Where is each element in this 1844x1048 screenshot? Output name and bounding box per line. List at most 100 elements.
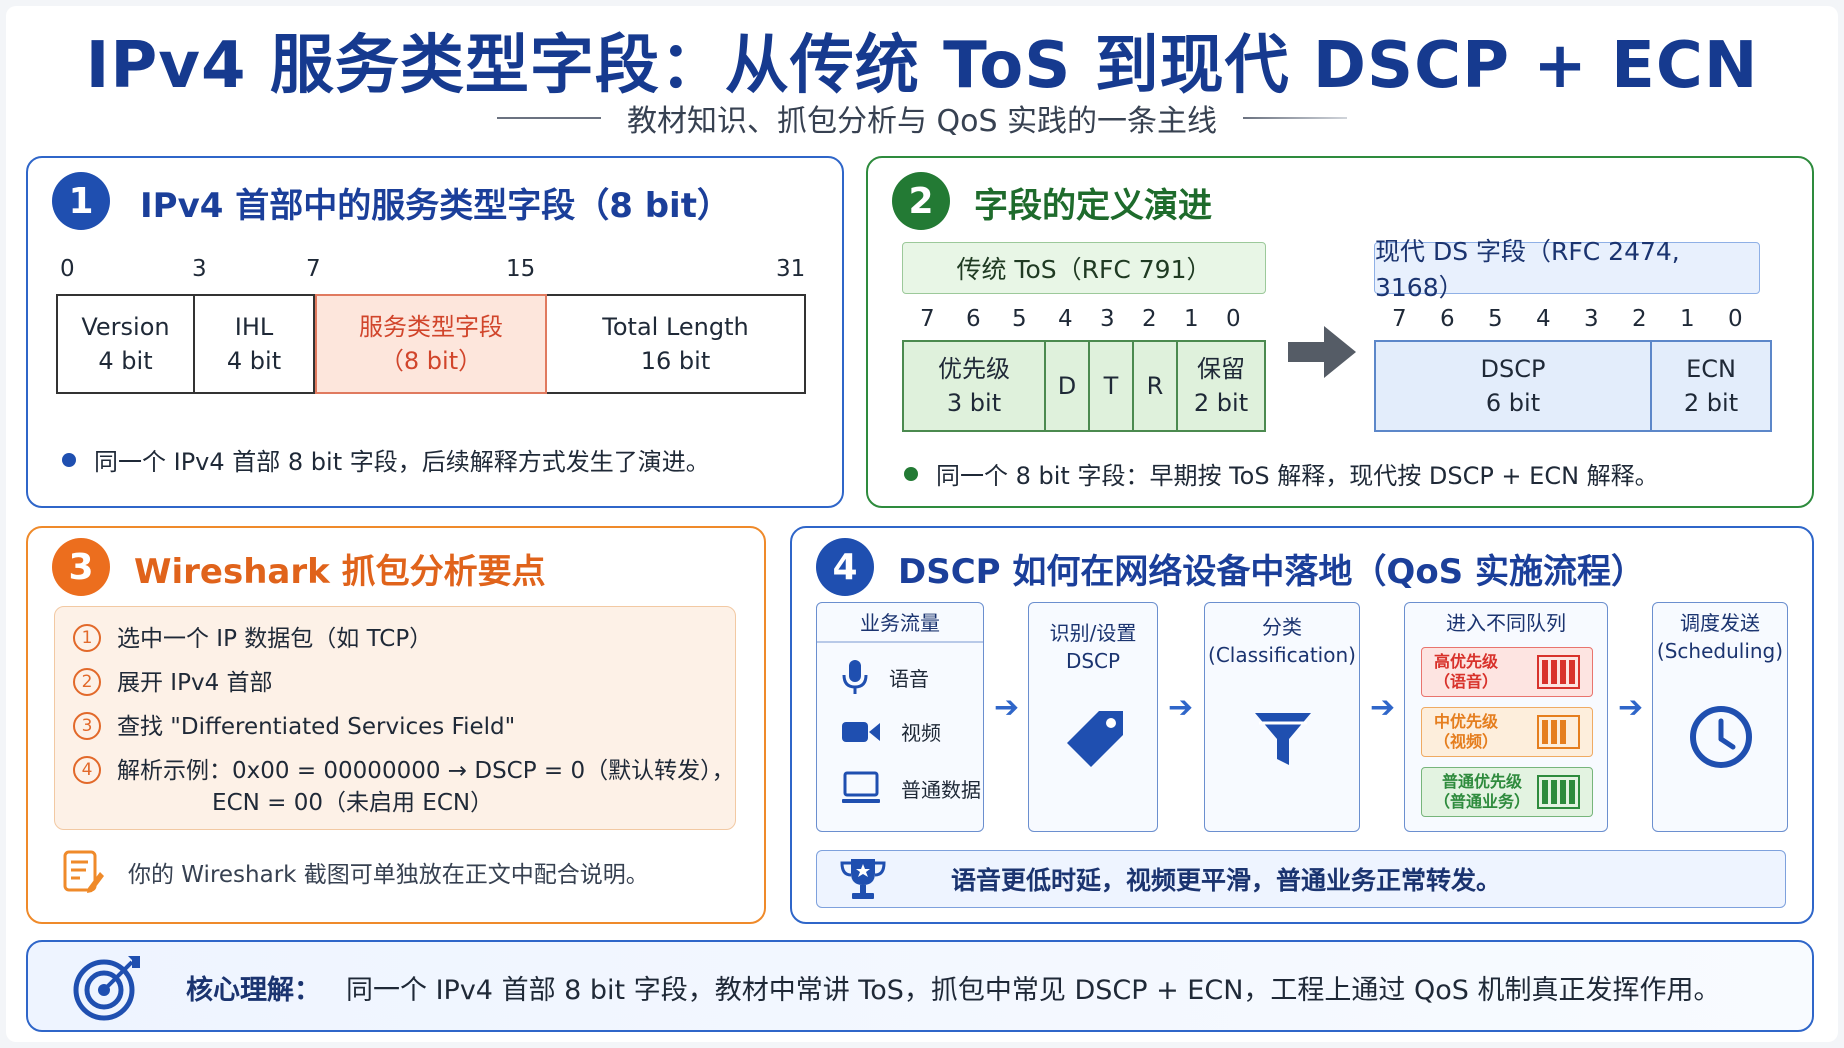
modern-ds-label: 现代 DS 字段（RFC 2474, 3168） [1374, 237, 1760, 302]
bit-position: 3 [192, 256, 207, 282]
panel3-title: Wireshark 抓包分析要点 [134, 552, 546, 592]
tag-icon [1067, 711, 1123, 767]
stage-traffic: 业务流量 语音 视频 普通数据 [816, 602, 984, 832]
tos-t-bit-cell: T [1090, 342, 1134, 430]
subtitle-divider-right [1243, 117, 1348, 119]
traffic-data: 普通数据 [841, 771, 981, 805]
core-understanding-banner [26, 940, 1814, 1032]
field-version: Version 4 bit [58, 296, 195, 392]
bit-number: 5 [1488, 306, 1503, 332]
qos-result-bar: 语音更低时延，视频更平滑，普通业务正常转发。 [816, 850, 1786, 908]
bit-position: 31 [776, 256, 806, 282]
list-item: 1 选中一个 IP 数据包（如 TCP） [73, 623, 432, 655]
panel-field-evolution [866, 156, 1814, 508]
flow-arrow-icon: ➔ [1370, 690, 1396, 725]
cell-line1: D [1057, 372, 1077, 400]
page-subtitle: 教材知识、抓包分析与 QoS 实践的一条主线 [626, 104, 1218, 139]
video-camera-icon [842, 721, 880, 742]
ecn-cell: ECN 2 bit [1652, 342, 1770, 430]
traffic-label: 普通数据 [901, 777, 981, 802]
bit-number: 4 [1058, 306, 1073, 332]
bit-number: 2 [1632, 306, 1647, 332]
cell-line1: 保留 [1197, 355, 1245, 383]
step-text: 展开 IPv4 首部 [117, 670, 273, 696]
evolution-arrow-icon [1288, 326, 1356, 378]
panel1-note: 同一个 IPv4 首部 8 bit 字段，后续解释方式发生了演进。 [62, 442, 710, 477]
queue-bars-icon [1537, 775, 1580, 809]
bit-number: 0 [1226, 306, 1241, 332]
field-size: 4 bit [98, 347, 153, 375]
bit-number: 7 [920, 306, 935, 332]
queue-high-priority: 高优先级 （语音） [1421, 647, 1593, 697]
step-number: 4 [73, 756, 101, 784]
panel4-title: DSCP 如何在网络设备中落地（QoS 实施流程） [898, 552, 1646, 592]
step-text: 解析示例：0x00 = 00000000 → DSCP = 0（默认转发）， E… [117, 758, 735, 816]
bit-number: 5 [1012, 306, 1027, 332]
cell-line1: R [1146, 372, 1164, 400]
wireshark-steps-list: 1 选中一个 IP 数据包（如 TCP） 2 展开 IPv4 首部 3 查找 "… [54, 606, 736, 830]
flow-arrow-icon: ➔ [994, 690, 1020, 725]
field-name: Version [81, 313, 170, 341]
field-name: 服务类型字段 [359, 313, 503, 341]
stage-title: 调度发送 (Scheduling) [1656, 611, 1784, 663]
page-title: IPv4 服务类型字段：从传统 ToS 到现代 DSCP + ECN [85, 29, 1759, 103]
bit-number: 7 [1392, 306, 1407, 332]
queue-label: 普通优先级 （普通业务） [1434, 772, 1531, 811]
panel2-note: 同一个 8 bit 字段：早期按 ToS 解释，现代按 DSCP + ECN 解… [904, 456, 1659, 491]
panel2-note-text: 同一个 8 bit 字段：早期按 ToS 解释，现代按 DSCP + ECN 解… [936, 462, 1659, 490]
note-edit-icon [63, 850, 104, 893]
ipv4-header-table: Version 4 bit IHL 4 bit 服务类型字段 （8 bit） T… [56, 294, 806, 394]
field-size: 16 bit [640, 347, 711, 375]
panel1-number-badge: 1 [52, 172, 110, 230]
bit-position: 0 [60, 256, 75, 282]
tos-r-bit-cell: R [1134, 342, 1178, 430]
bullet-dot [904, 466, 918, 481]
field-size: （8 bit） [379, 347, 483, 375]
legacy-tos-label: 传统 ToS（RFC 791） [902, 242, 1266, 294]
computer-icon [842, 771, 880, 803]
traffic-video: 视频 [841, 717, 941, 746]
tos-d-bit-cell: D [1046, 342, 1090, 430]
bit-number: 1 [1680, 306, 1695, 332]
traffic-voice: 语音 [841, 659, 929, 695]
flow-arrow-icon: ➔ [1618, 690, 1644, 725]
filter-funnel-icon [1255, 713, 1311, 765]
tos-reserved-cell: 保留 2 bit [1178, 342, 1264, 430]
stage-title: 识别/设置 DSCP [1049, 621, 1137, 673]
step-text: 查找 "Differentiated Services Field" [117, 714, 516, 740]
cell-line2: 3 bit [946, 389, 1002, 417]
dscp-cell: DSCP 6 bit [1376, 342, 1652, 430]
bullet-dot [62, 452, 76, 467]
core-text: 同一个 IPv4 首部 8 bit 字段，教材中常讲 ToS，抓包中常见 DSC… [346, 975, 1721, 1006]
bit-position: 7 [306, 256, 321, 282]
stage-divider [817, 641, 983, 643]
field-name: IHL [234, 313, 274, 341]
bit-number: 6 [1440, 306, 1455, 332]
cell-line1: ECN [1686, 355, 1736, 383]
stage-classification: 分类 (Classification) [1204, 602, 1360, 832]
field-size: 4 bit [226, 347, 282, 375]
stage-title: 分类 (Classification) [1208, 615, 1356, 667]
panel1-note-text: 同一个 IPv4 首部 8 bit 字段，后续解释方式发生了演进。 [94, 448, 710, 476]
legacy-tos-field-layout: 优先级 3 bit D T R 保留 2 bit [902, 340, 1266, 432]
field-total-length: Total Length 16 bit [547, 296, 804, 392]
bit-number: 3 [1584, 306, 1599, 332]
step-text: 选中一个 IP 数据包（如 TCP） [117, 626, 433, 652]
step-number: 1 [73, 624, 101, 652]
tos-precedence-cell: 优先级 3 bit [904, 342, 1046, 430]
subtitle-divider-left [496, 117, 601, 119]
field-ihl: IHL 4 bit [195, 296, 315, 392]
bit-number: 0 [1728, 306, 1743, 332]
list-item: 4 解析示例：0x00 = 00000000 → DSCP = 0（默认转发），… [73, 755, 735, 819]
core-label: 核心理解： [186, 975, 321, 1006]
wireshark-tip: 你的 Wireshark 截图可单独放在正文中配合说明。 [62, 848, 649, 896]
cell-line2: 2 bit [1683, 389, 1739, 417]
bit-number: 4 [1536, 306, 1551, 332]
step-number: 3 [73, 712, 101, 740]
flow-arrow-icon: ➔ [1168, 690, 1194, 725]
panel2-number-badge: 2 [892, 172, 950, 230]
queue-medium-priority: 中优先级 （视频） [1421, 707, 1593, 757]
modern-ds-field-layout: DSCP 6 bit ECN 2 bit [1374, 340, 1772, 432]
list-item: 3 查找 "Differentiated Services Field" [73, 711, 515, 743]
stage-title: 业务流量 [860, 611, 940, 635]
